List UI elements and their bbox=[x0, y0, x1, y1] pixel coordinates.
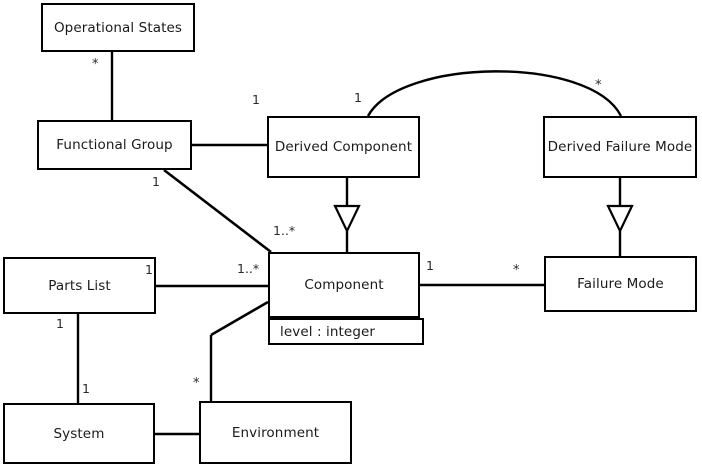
class-name-parts-list: Parts List bbox=[48, 277, 111, 294]
class-name-derived-failure-mode: Derived Failure Mode bbox=[547, 139, 693, 155]
assoc-component-environment-diagonal bbox=[210, 300, 269, 337]
multiplicity-derived-component-left: 1 bbox=[252, 92, 260, 107]
multiplicity-system-top: 1 bbox=[82, 381, 90, 396]
multiplicity-component-from-parts-list: 1..* bbox=[237, 261, 260, 276]
class-name-environment: Environment bbox=[231, 424, 320, 441]
class-name-system: System bbox=[53, 425, 105, 442]
multiplicity-arc-derived-component: 1 bbox=[354, 90, 362, 105]
generalization-arrowhead-component bbox=[333, 204, 361, 234]
class-name-operational-states: Operational States bbox=[53, 19, 183, 36]
multiplicity-component-right: 1 bbox=[426, 258, 434, 273]
multiplicity-component-from-functional-group: 1..* bbox=[273, 223, 296, 238]
multiplicity-arc-derived-failure-mode: * bbox=[595, 78, 602, 93]
assoc-derived-component-derived-failure-mode bbox=[366, 70, 623, 117]
attribute-level: level : integer bbox=[280, 323, 376, 340]
class-name-functional-group: Functional Group bbox=[56, 137, 173, 153]
class-box-derived-failure-mode[interactable]: Derived Failure Mode bbox=[543, 116, 697, 178]
multiplicity-functional-group-bottom: 1 bbox=[152, 174, 160, 189]
class-box-system[interactable]: System bbox=[3, 403, 155, 464]
class-box-component[interactable]: Component bbox=[268, 252, 420, 318]
class-attributes-component[interactable]: level : integer bbox=[268, 318, 424, 345]
multiplicity-environment-top: * bbox=[193, 376, 200, 391]
multiplicity-parts-list-bottom: 1 bbox=[56, 316, 64, 331]
class-name-component: Component bbox=[304, 277, 384, 293]
class-box-functional-group[interactable]: Functional Group bbox=[37, 120, 192, 170]
assoc-functional-group-component bbox=[163, 168, 272, 254]
class-box-failure-mode[interactable]: Failure Mode bbox=[544, 256, 697, 312]
generalization-arrowhead-failure-mode bbox=[606, 204, 634, 234]
multiplicity-failure-mode-left: * bbox=[513, 263, 520, 278]
multiplicity-operational-states: * bbox=[92, 57, 99, 72]
multiplicity-parts-list-right: 1 bbox=[145, 262, 153, 277]
class-name-failure-mode: Failure Mode bbox=[577, 276, 664, 292]
class-box-parts-list[interactable]: Parts List bbox=[3, 257, 156, 314]
class-box-derived-component[interactable]: Derived Component bbox=[267, 116, 420, 178]
class-name-derived-component: Derived Component bbox=[274, 139, 413, 155]
class-box-operational-states[interactable]: Operational States bbox=[41, 3, 195, 52]
class-box-environment[interactable]: Environment bbox=[199, 401, 352, 464]
